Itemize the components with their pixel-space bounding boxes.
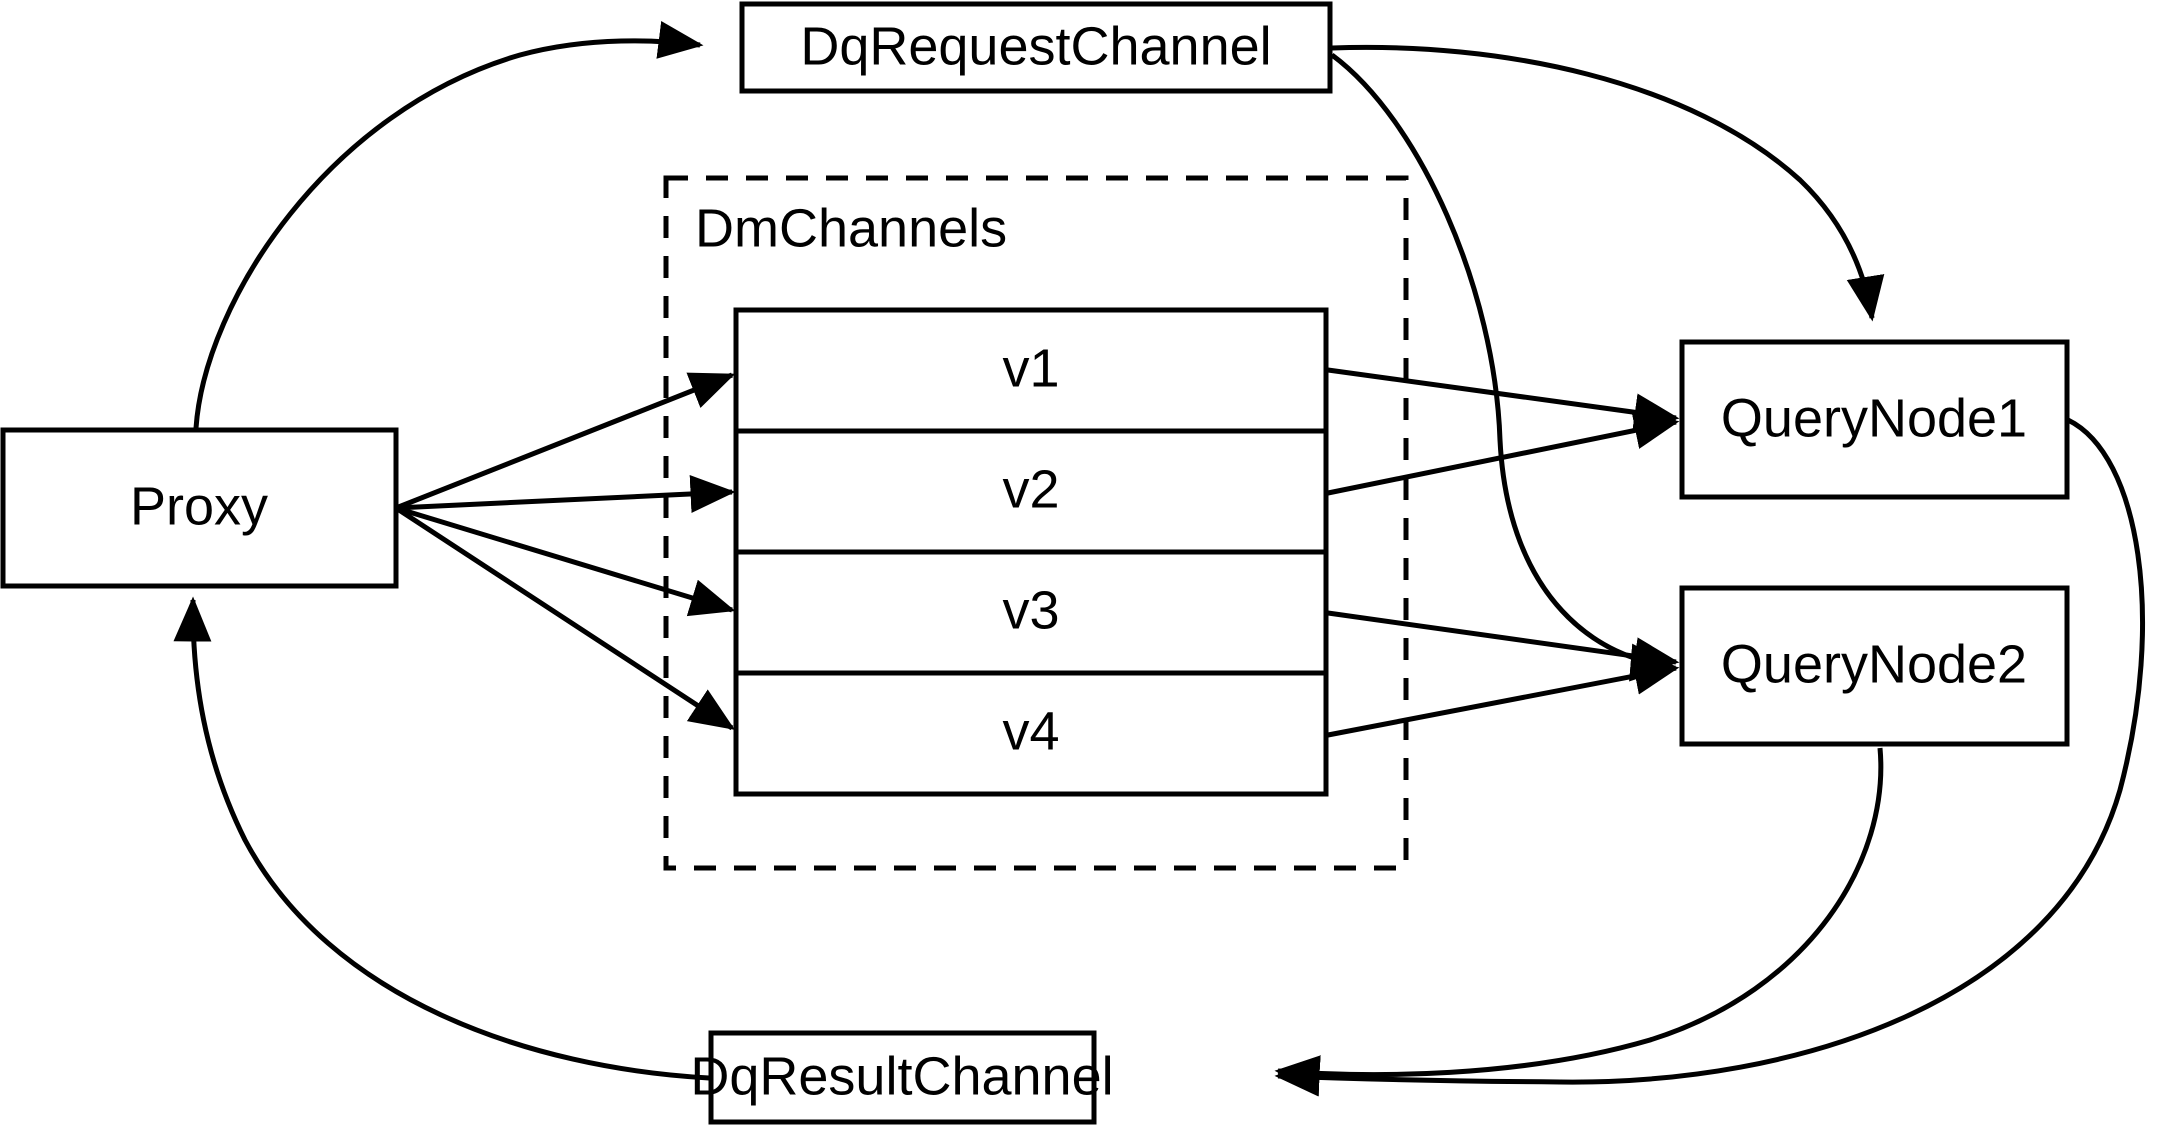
dmchannels-group-box (663, 175, 1409, 871)
edge-dqresultchannel-to-proxy (173, 596, 710, 1081)
edge-v3-to-querynode2 (1327, 610, 1680, 676)
edge-dqrequestchannel-to-querynode1 (1331, 44, 1885, 322)
edge-querynode2-to-dqresultchannel (1274, 747, 1884, 1094)
node-querynode1[interactable] (1679, 339, 2070, 500)
node-querynode2[interactable] (1679, 585, 2070, 747)
node-dqresultchannel[interactable] (708, 1030, 1097, 1125)
dmchannels-group-label: DmChannels (695, 198, 1007, 258)
edge-v1-to-querynode1 (1327, 367, 1680, 432)
edge-v2-to-querynode1 (1327, 411, 1680, 496)
edge-proxy-to-v2 (395, 474, 736, 513)
node-querynode1-label: QueryNode1 (1721, 388, 2027, 448)
node-dqresultchannel-label: DqResultChannel (690, 1046, 1113, 1106)
channel-row-v3: v3 (1002, 580, 1059, 640)
edge-dqrequestchannel-to-querynode2 (1330, 52, 1676, 682)
edge-querynode1-to-dqresultchannel (1274, 417, 2146, 1097)
node-proxy-label: Proxy (130, 476, 268, 536)
edge-proxy-to-dqrequestchannel (193, 21, 704, 429)
node-querynode2-label: QueryNode2 (1721, 634, 2027, 694)
channel-row-v4: v4 (1002, 701, 1059, 761)
node-dqrequestchannel[interactable] (739, 1, 1333, 94)
channel-row-v2: v2 (1002, 459, 1059, 519)
edge-proxy-to-v4 (394, 505, 735, 731)
edge-v4-to-querynode2 (1327, 657, 1680, 738)
channel-row-v1: v1 (1002, 338, 1059, 398)
edge-proxy-to-v3 (395, 505, 736, 617)
node-proxy[interactable] (0, 427, 399, 589)
edge-proxy-to-v1 (395, 372, 736, 511)
node-dqrequestchannel-label: DqRequestChannel (800, 16, 1271, 76)
